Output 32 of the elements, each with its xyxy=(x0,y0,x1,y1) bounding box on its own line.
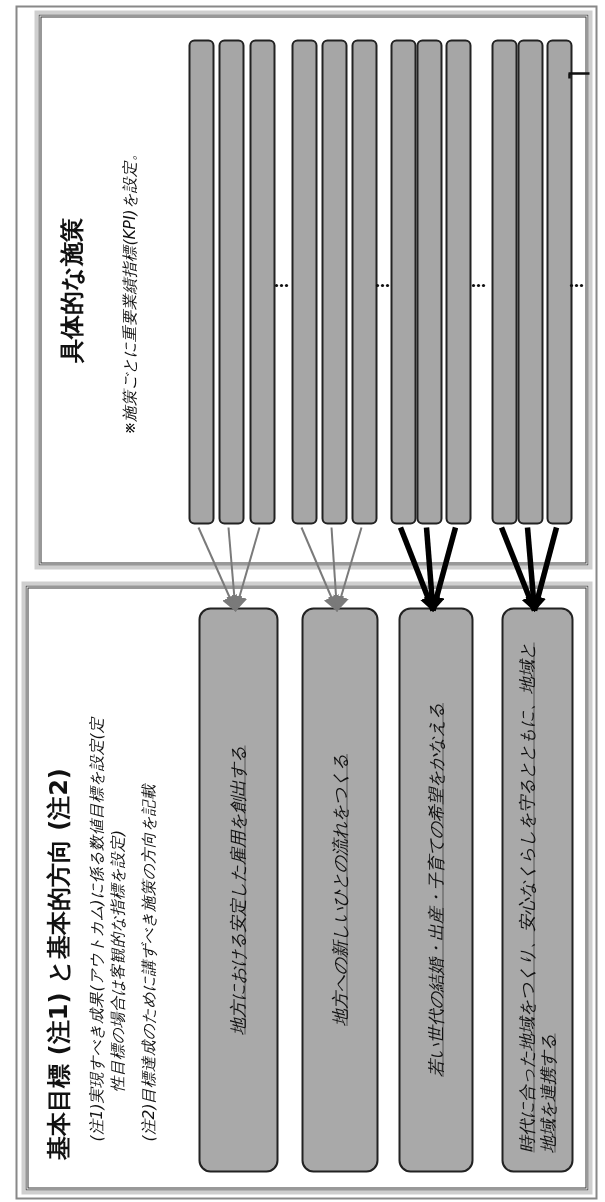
arrow xyxy=(300,526,339,612)
goal-text: 地方への新しいひとの流れをつくる xyxy=(328,753,350,1026)
measure-bar xyxy=(517,39,543,524)
measure-bar xyxy=(249,39,275,524)
note-text: (注1)実現すべき成果(アウトカム)に係る数値目標を設定(定性目標の場合は客観的な指標を設定) xyxy=(86,715,127,1141)
measure-bar xyxy=(416,39,442,524)
measure-bar xyxy=(218,39,244,524)
note-text: (注2)目標達成のために講ずべき施策の方向を記載 xyxy=(138,782,158,1141)
arrow xyxy=(397,526,436,612)
measure-bar xyxy=(390,39,416,524)
arrow xyxy=(225,526,242,612)
measure-bar xyxy=(321,39,347,524)
goal-text: 若い世代の結婚・出産・子育ての希望をかなえる xyxy=(424,702,446,1077)
note-text: ※施策ごとに重要業績指標(KPI)を設定。 xyxy=(119,143,139,437)
measure-bar xyxy=(291,39,317,524)
measure-bar xyxy=(445,39,471,524)
measure-bar xyxy=(188,39,214,524)
goal-box xyxy=(198,607,278,1172)
goal-box xyxy=(501,607,573,1172)
goal-text: 時代に合った地域をつくり、安心なくらしを守るとともに、地域と地域を連携する xyxy=(515,641,558,1152)
goal-box xyxy=(398,607,473,1172)
arrow xyxy=(197,526,237,612)
goal-box xyxy=(301,607,378,1172)
measure-bar xyxy=(491,39,517,524)
measure-bar xyxy=(546,39,572,524)
arrow xyxy=(332,526,362,612)
goal-text: 地方における安定した雇用を創出する xyxy=(227,745,249,1034)
arrow xyxy=(327,526,344,612)
panel-title: 基本目標 (注1) と基本的方向 (注2) xyxy=(43,767,73,1159)
panel-title: 具体的な施策 xyxy=(56,216,86,365)
arrow xyxy=(231,526,260,612)
measure-bar xyxy=(351,39,377,524)
